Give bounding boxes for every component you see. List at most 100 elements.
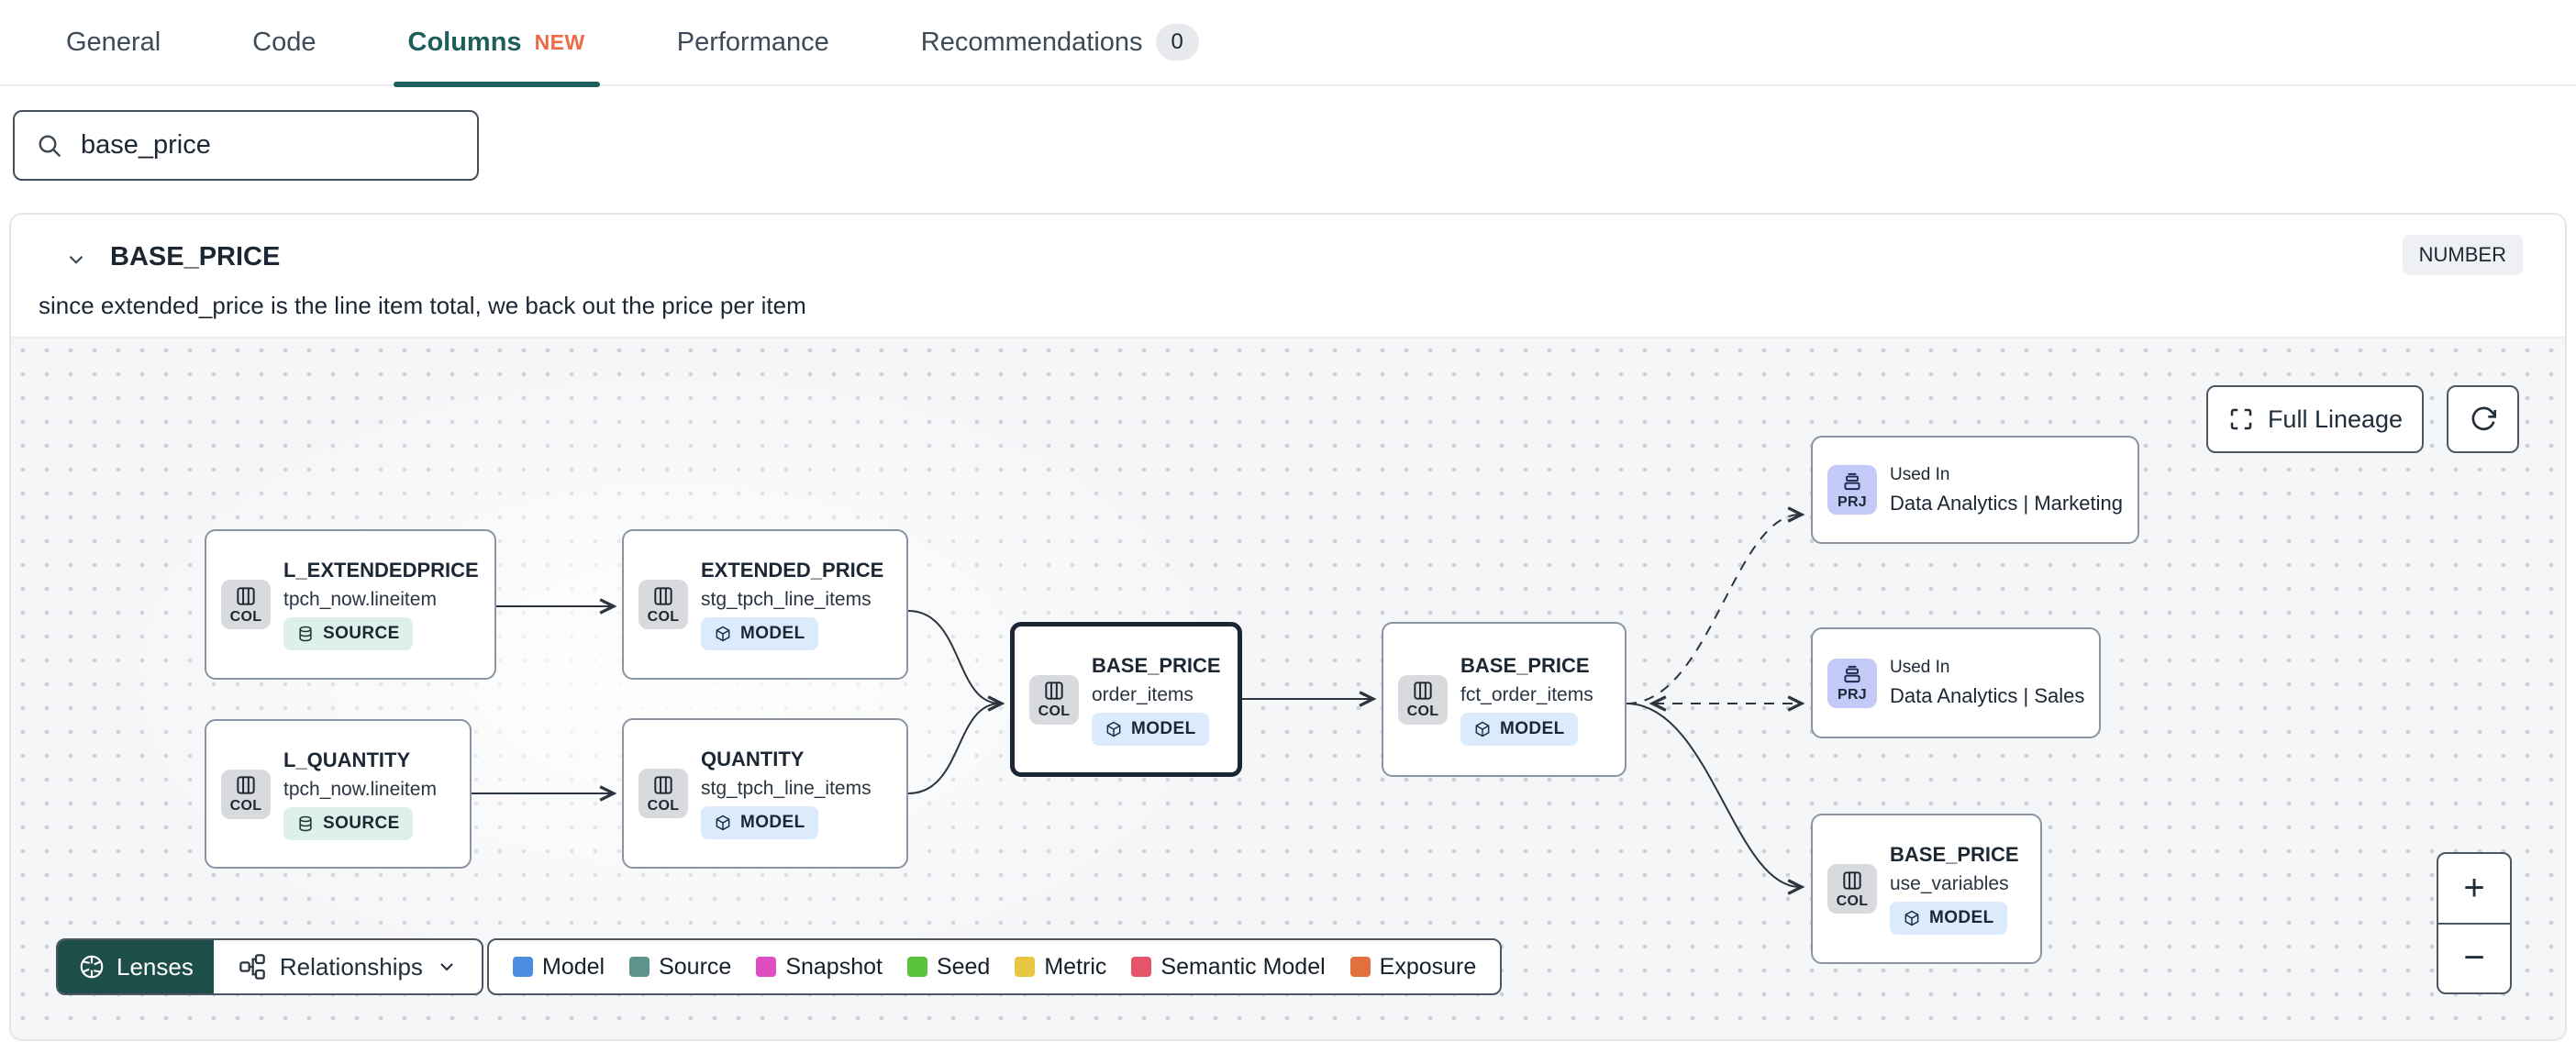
cube-icon (716, 815, 730, 831)
tab-code[interactable]: Code (252, 0, 316, 85)
lineage-node-extended-price[interactable]: COL EXTENDED_PRICE stg_tpch_line_items M… (622, 529, 908, 680)
column-card: BASE_PRICE NUMBER since extended_price i… (9, 213, 2567, 1041)
aperture-icon (78, 953, 105, 981)
model-swatch (513, 957, 533, 977)
column-name: BASE_PRICE (110, 242, 281, 272)
column-search[interactable] (13, 110, 479, 181)
cube-icon (1106, 721, 1121, 737)
count-badge: 0 (1155, 24, 1199, 61)
snapshot-swatch (756, 957, 777, 977)
lineage-canvas[interactable]: COL L_EXTENDEDPRICE tpch_now.lineitem SO… (11, 337, 2565, 1041)
relationships-icon (238, 952, 267, 981)
node-title: Data Analytics | Sales (1890, 684, 2085, 707)
model-badge: MODEL (1890, 902, 2007, 935)
tab-general[interactable]: General (66, 0, 161, 85)
node-title: L_QUANTITY (283, 748, 411, 771)
node-title: Data Analytics | Marketing (1890, 491, 2123, 515)
lineage-node-base-price-order-items[interactable]: COL BASE_PRICE order_items MODEL (1010, 622, 1242, 777)
lineage-node-used-in-marketing[interactable]: PRJ Used In Data Analytics | Marketing (1811, 436, 2139, 544)
cube-icon (716, 626, 730, 642)
lineage-node-l-extendedprice[interactable]: COL L_EXTENDEDPRICE tpch_now.lineitem SO… (205, 529, 496, 680)
column-description: since extended_price is the line item to… (39, 292, 806, 319)
project-tile: PRJ (1827, 658, 1877, 708)
legend-item-source: Source (629, 954, 731, 981)
used-in-label: Used In (1890, 658, 1950, 677)
search-input[interactable] (81, 130, 457, 161)
database-icon (299, 815, 312, 831)
columns-icon (237, 586, 255, 605)
zoom-controls: + − (2437, 852, 2512, 994)
legend-item-metric: Metric (1015, 954, 1106, 981)
node-type-legend: Model Source Snapshot Seed Metric (487, 938, 1503, 995)
source-swatch (629, 957, 650, 977)
node-subtitle: stg_tpch_line_items (701, 778, 872, 799)
column-tile: COL (1029, 674, 1079, 725)
node-subtitle: tpch_now.lineitem (283, 589, 437, 610)
seed-swatch (906, 957, 927, 977)
cube-icon (1475, 721, 1490, 737)
relationships-dropdown[interactable]: Relationships (214, 940, 482, 993)
database-icon (299, 626, 312, 642)
source-badge: SOURCE (283, 617, 413, 650)
lineage-node-base-price-use-variables[interactable]: COL BASE_PRICE use_variables MODEL (1811, 814, 2042, 964)
column-tile: COL (638, 580, 688, 629)
cube-icon (1904, 910, 1919, 926)
node-subtitle: stg_tpch_line_items (701, 589, 872, 610)
column-tile: COL (1398, 674, 1448, 725)
node-title: BASE_PRICE (1460, 653, 1590, 677)
node-subtitle: fct_order_items (1460, 683, 1593, 705)
columns-icon (654, 775, 672, 794)
lenses-control: Lenses Relationships (56, 938, 483, 995)
stack-icon (1844, 472, 1860, 490)
lineage-node-used-in-sales[interactable]: PRJ Used In Data Analytics | Sales (1811, 627, 2102, 738)
column-tile: COL (638, 769, 688, 818)
collapse-chevron-icon[interactable] (64, 248, 88, 272)
new-badge: NEW (534, 29, 585, 54)
tab-label: General (66, 27, 161, 57)
column-tile: COL (221, 769, 271, 819)
node-subtitle: tpch_now.lineitem (283, 778, 437, 800)
node-title: QUANTITY (701, 748, 805, 770)
refresh-button[interactable] (2447, 385, 2519, 453)
tab-label: Code (252, 27, 316, 57)
lineage-edges (472, 338, 2565, 1041)
tab-recommendations[interactable]: Recommendations 0 (921, 0, 1199, 85)
columns-icon (237, 776, 255, 794)
used-in-label: Used In (1890, 464, 1950, 484)
tab-label: Recommendations (920, 27, 1143, 57)
column-tile: COL (221, 580, 271, 629)
lineage-node-l-quantity[interactable]: COL L_QUANTITY tpch_now.lineitem SOURCE (205, 719, 472, 869)
column-tile: COL (1827, 864, 1877, 914)
column-card-header: BASE_PRICE NUMBER since extended_price i… (11, 215, 2565, 337)
tab-label: Columns (407, 27, 522, 57)
model-badge: MODEL (701, 806, 818, 839)
node-title: BASE_PRICE (1890, 843, 2019, 866)
tab-performance[interactable]: Performance (677, 0, 829, 85)
semantic-model-swatch (1131, 957, 1152, 977)
lenses-button[interactable]: Lenses (58, 940, 214, 993)
model-badge: MODEL (1092, 712, 1209, 746)
legend-item-semantic-model: Semantic Model (1131, 954, 1326, 981)
source-badge: SOURCE (283, 806, 413, 840)
lineage-node-quantity[interactable]: COL QUANTITY stg_tpch_line_items MODEL (622, 718, 908, 869)
columns-icon (1843, 870, 1861, 890)
tab-label: Performance (676, 27, 829, 57)
model-badge: MODEL (1460, 712, 1578, 746)
columns-icon (1045, 682, 1063, 700)
fullscreen-icon (2227, 405, 2255, 433)
zoom-out-button[interactable]: − (2463, 937, 2485, 979)
legend-item-seed: Seed (906, 954, 990, 981)
refresh-icon (2469, 405, 2498, 434)
tab-columns[interactable]: Columns NEW (393, 0, 600, 87)
column-type-badge: NUMBER (2402, 235, 2523, 275)
legend-item-exposure: Exposure (1349, 954, 1476, 981)
node-title: BASE_PRICE (1092, 653, 1221, 677)
metric-swatch (1015, 957, 1036, 977)
zoom-in-button[interactable]: + (2438, 854, 2510, 925)
lineage-node-base-price-fct-order-items[interactable]: COL BASE_PRICE fct_order_items MODEL (1382, 622, 1627, 777)
stack-icon (1844, 665, 1860, 683)
full-lineage-button[interactable]: Full Lineage (2206, 385, 2424, 453)
columns-icon (654, 586, 672, 605)
node-subtitle: order_items (1092, 683, 1194, 705)
